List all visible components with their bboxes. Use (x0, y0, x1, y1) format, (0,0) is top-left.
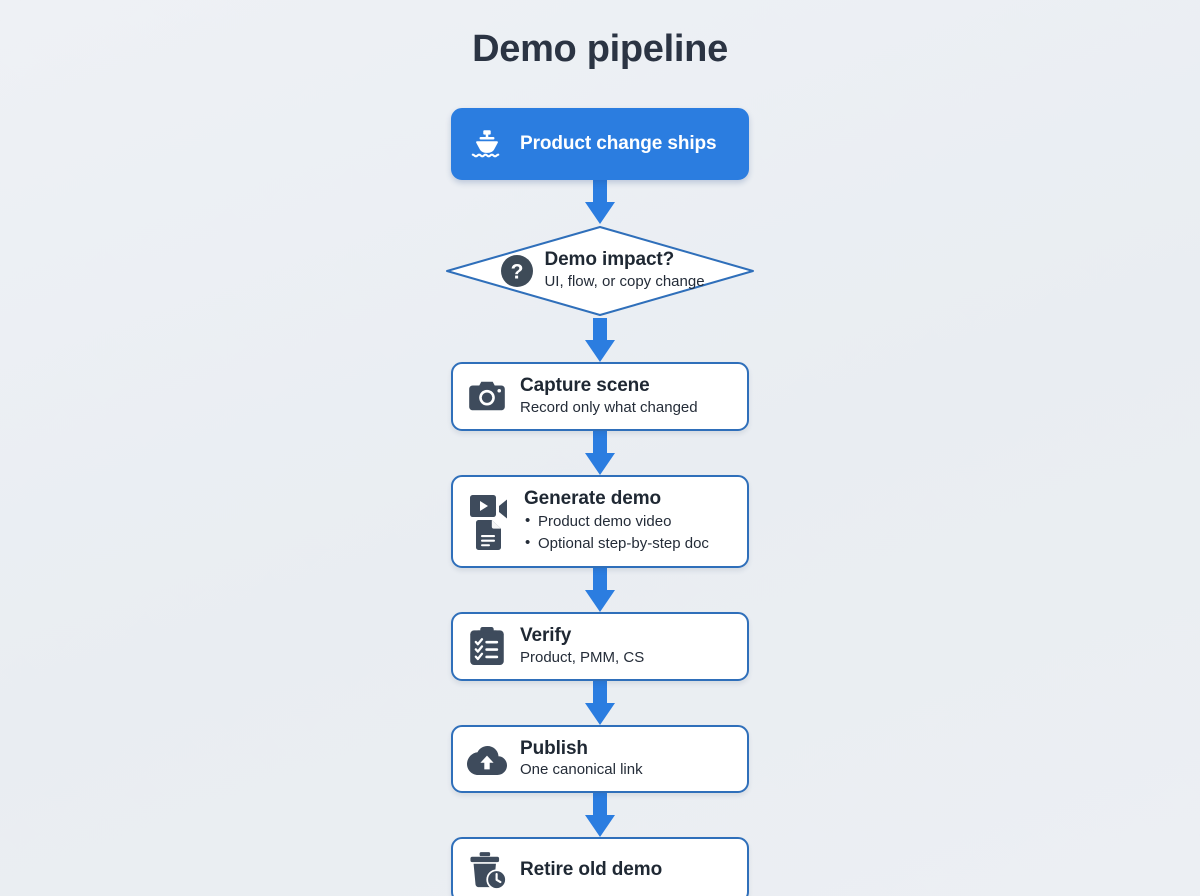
node-bullet-list: Product demo video Optional step-by-step… (524, 510, 733, 555)
document-icon (476, 519, 501, 550)
node-subtitle: One canonical link (520, 761, 643, 779)
question-circle-icon: ? (501, 255, 534, 287)
clipboard-checklist-icon (467, 626, 507, 666)
node-text: Generate demo Product demo video Optiona… (524, 488, 733, 555)
decision-content: ? Demo impact? UI, flow, or copy change (442, 224, 758, 318)
node-capture-scene[interactable]: Capture scene Record only what changed (451, 362, 749, 431)
node-verify[interactable]: Verify Product, PMM, CS (451, 611, 749, 681)
generate-demo-icon-group (467, 490, 511, 552)
node-text: Retire old demo (520, 859, 733, 881)
node-product-change-ships[interactable]: Product change ships (451, 108, 749, 180)
connector-arrow-5 (451, 680, 749, 725)
node-generate-demo[interactable]: Generate demo Product demo video Optiona… (451, 474, 749, 568)
node-title: Capture scene (520, 375, 650, 396)
decision-text: Demo impact? UI, flow, or copy change (544, 249, 705, 292)
node-title: Product change ships (520, 133, 717, 155)
node-text: Verify Product, PMM, CS (520, 625, 733, 668)
pipeline-flow: Product change ships ? Demo impact? UI, (446, 108, 754, 896)
node-retire-old-demo[interactable]: Retire old demo (451, 837, 749, 896)
connector-arrow-1 (451, 180, 749, 224)
node-subtitle: Record only what changed (520, 398, 698, 416)
node-text: Capture scene Record only what changed (520, 375, 733, 418)
node-publish[interactable]: Publish One canonical link (451, 724, 749, 794)
node-subtitle: Product, PMM, CS (520, 648, 645, 666)
cloud-upload-icon (467, 739, 507, 779)
video-camera-icon (470, 494, 507, 519)
node-title: Generate demo (524, 487, 662, 509)
ship-icon (467, 124, 507, 164)
trash-clock-icon (467, 850, 507, 890)
camera-icon (467, 376, 507, 416)
svg-text:?: ? (511, 261, 524, 284)
connector-arrow-4 (451, 567, 749, 612)
node-text: Publish One canonical link (520, 738, 733, 781)
node-title: Retire old demo (520, 859, 663, 881)
diamond-shape (446, 226, 754, 316)
node-subtitle: UI, flow, or copy change (544, 273, 705, 291)
node-demo-impact[interactable]: ? Demo impact? UI, flow, or copy change (442, 224, 758, 318)
node-title: Publish (520, 737, 588, 759)
connector-arrow-2 (451, 318, 749, 362)
node-text: Product change ships (520, 133, 733, 155)
list-item: Optional step-by-step doc (524, 532, 733, 555)
node-title: Demo impact? (544, 249, 675, 271)
page-title: Demo pipeline (472, 28, 728, 70)
list-item: Product demo video (524, 510, 733, 533)
node-title: Verify (520, 624, 572, 646)
connector-arrow-3 (451, 430, 749, 475)
connector-arrow-6 (451, 793, 749, 838)
